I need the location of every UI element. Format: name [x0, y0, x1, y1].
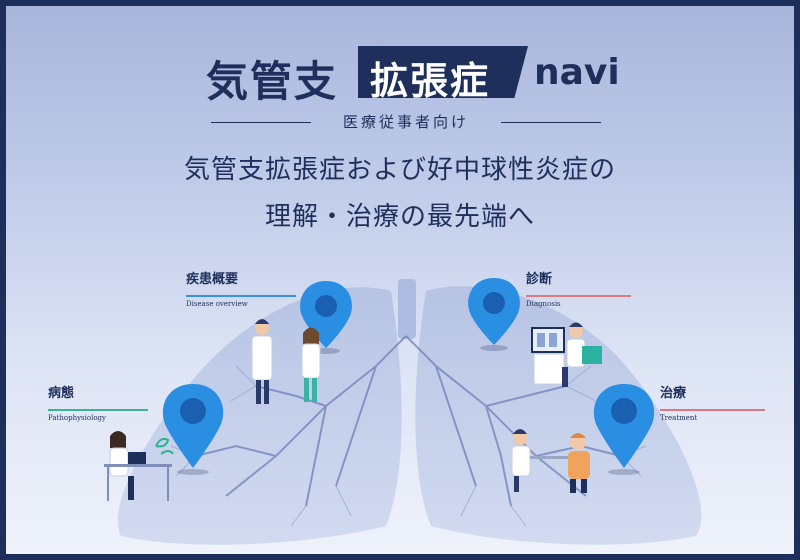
section-underline	[660, 409, 765, 411]
location-pin-icon[interactable]	[593, 384, 655, 475]
section-subtitle: Diagnosis	[526, 300, 561, 308]
section-pathophysiology[interactable]: 病態 Pathophysiology	[48, 382, 148, 422]
section-subtitle: Treatment	[660, 414, 698, 422]
logo-prefix: 気管支	[206, 57, 339, 106]
site-logo[interactable]: 気管支 拡張症 navi	[6, 46, 794, 106]
logo-suffix: navi	[534, 52, 620, 93]
diagnosis-illustration	[531, 322, 602, 387]
section-title: 治療	[660, 386, 687, 401]
audience-row: 医療従事者向け	[6, 110, 794, 134]
section-disease-overview[interactable]: 疾患概要 Disease overview	[186, 268, 296, 308]
section-underline	[526, 295, 631, 297]
logo-highlight-box: 拡張症	[358, 46, 528, 98]
logo-boxed-text: 拡張症	[370, 58, 491, 103]
section-subtitle: Disease overview	[186, 300, 248, 308]
section-title: 診断	[526, 272, 553, 287]
location-pin-icon[interactable]	[162, 384, 224, 475]
researcher-illustration	[104, 431, 174, 501]
location-pin-icon[interactable]	[468, 278, 520, 351]
headline-line-2: 理解・治療の最先端へ	[264, 202, 535, 232]
section-treatment[interactable]: 治療 Treatment	[660, 382, 765, 422]
audience-label: 医療従事者向け	[342, 113, 469, 131]
divider	[211, 122, 311, 123]
section-underline	[186, 295, 296, 297]
section-subtitle: Pathophysiology	[48, 414, 106, 422]
doctors-illustration	[251, 319, 321, 404]
headline-line-1: 気管支拡張症および好中球性炎症の	[183, 155, 616, 185]
section-underline	[48, 409, 148, 411]
lungs-illustration	[104, 278, 702, 545]
divider	[501, 122, 601, 123]
consultation-illustration	[511, 429, 590, 493]
section-title: 病態	[48, 386, 75, 401]
section-diagnosis[interactable]: 診断 Diagnosis	[526, 268, 631, 308]
section-title: 疾患概要	[186, 272, 239, 287]
